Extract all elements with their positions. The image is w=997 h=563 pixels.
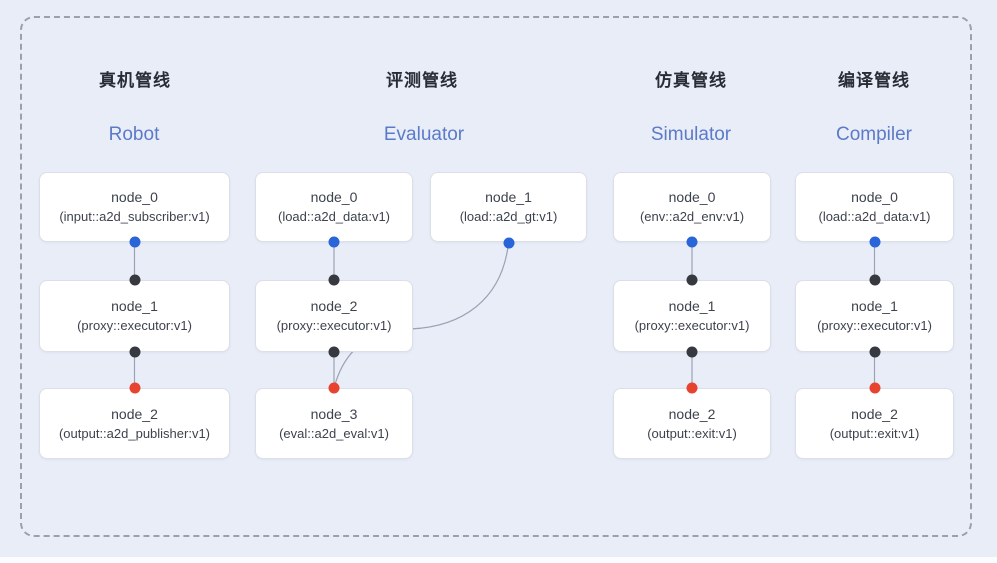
node-type: (proxy::executor:v1) xyxy=(634,318,750,334)
node-title: node_0 xyxy=(310,189,358,206)
node-box-eval-node3: node_3 (eval::a2d_eval:v1) xyxy=(255,388,413,459)
node-type: (proxy::executor:v1) xyxy=(276,318,392,334)
black-input-port-dot xyxy=(328,274,340,286)
node-box-comp-node0: node_0 (load::a2d_data:v1) xyxy=(795,172,954,242)
black-output-port-dot xyxy=(129,346,140,358)
node-title: node_0 xyxy=(851,189,898,206)
pipeline-title-en-robot: Robot xyxy=(108,124,160,145)
node-title: node_2 xyxy=(851,405,898,422)
node-box-robot-node1: node_1 (proxy::executor:v1) xyxy=(39,280,230,352)
node-title: node_0 xyxy=(111,189,158,206)
node-type: (proxy::executor:v1) xyxy=(817,318,932,334)
pipeline-title-zh-simulator: 仿真管线 xyxy=(655,71,727,90)
bottom-page-edge xyxy=(0,557,997,563)
node-type: (load::a2d_data:v1) xyxy=(277,209,391,225)
black-output-port-dot xyxy=(686,346,698,358)
node-box-eval-node1: node_1 (load::a2d_gt:v1) xyxy=(430,172,587,242)
node-type: (proxy::executor:v1) xyxy=(77,318,192,334)
pipeline-title-en-evaluator: Evaluator xyxy=(383,124,465,145)
node-type: (input::a2d_subscriber:v1) xyxy=(59,209,210,225)
black-input-port-dot xyxy=(129,274,140,286)
node-title: node_0 xyxy=(668,189,716,206)
node-box-sim-node2: node_2 (output::exit:v1) xyxy=(613,388,771,459)
pipeline-title-en-simulator: Simulator xyxy=(650,124,732,145)
node-box-robot-node2: node_2 (output::a2d_publisher:v1) xyxy=(39,388,230,459)
node-title: node_1 xyxy=(668,298,716,315)
node-box-sim-node0: node_0 (env::a2d_env:v1) xyxy=(613,172,771,242)
blue-output-port-dot xyxy=(328,236,340,248)
node-type: (eval::a2d_eval:v1) xyxy=(279,425,389,441)
node-title: node_2 xyxy=(310,298,358,315)
node-title: node_1 xyxy=(485,189,532,206)
node-type: (output::exit:v1) xyxy=(829,425,920,441)
pipeline-title-zh-compiler: 编译管线 xyxy=(838,71,910,90)
node-title: node_2 xyxy=(111,405,158,422)
red-input-port-dot xyxy=(686,382,698,394)
node-box-eval-node2: node_2 (proxy::executor:v1) xyxy=(255,280,413,352)
blue-output-port-dot xyxy=(869,236,880,248)
pipeline-title-zh-robot: 真机管线 xyxy=(99,71,171,90)
node-box-comp-node2: node_2 (output::exit:v1) xyxy=(795,388,954,459)
blue-output-port-dot xyxy=(503,237,514,249)
node-type: (load::a2d_data:v1) xyxy=(818,209,931,225)
node-title: node_1 xyxy=(111,298,158,315)
node-type: (output::a2d_publisher:v1) xyxy=(58,425,211,441)
node-box-robot-node0: node_0 (input::a2d_subscriber:v1) xyxy=(39,172,230,242)
node-title: node_1 xyxy=(851,298,898,315)
node-type: (load::a2d_gt:v1) xyxy=(459,209,558,225)
black-output-port-dot xyxy=(328,346,340,358)
node-title: node_3 xyxy=(310,405,358,422)
black-input-port-dot xyxy=(869,274,880,286)
blue-output-port-dot xyxy=(129,236,140,248)
node-box-eval-node0: node_0 (load::a2d_data:v1) xyxy=(255,172,413,242)
node-type: (env::a2d_env:v1) xyxy=(639,209,745,225)
red-input-port-dot xyxy=(129,382,140,394)
node-type: (output::exit:v1) xyxy=(647,425,737,441)
node-title: node_2 xyxy=(668,405,716,422)
pipeline-title-zh-evaluator: 评测管线 xyxy=(386,71,458,90)
node-box-comp-node1: node_1 (proxy::executor:v1) xyxy=(795,280,954,352)
black-output-port-dot xyxy=(869,346,880,358)
red-input-port-dot xyxy=(328,382,340,394)
node-box-sim-node1: node_1 (proxy::executor:v1) xyxy=(613,280,771,352)
black-input-port-dot xyxy=(686,274,698,286)
blue-output-port-dot xyxy=(686,236,698,248)
pipeline-title-en-compiler: Compiler xyxy=(835,124,913,145)
red-input-port-dot xyxy=(869,382,880,394)
